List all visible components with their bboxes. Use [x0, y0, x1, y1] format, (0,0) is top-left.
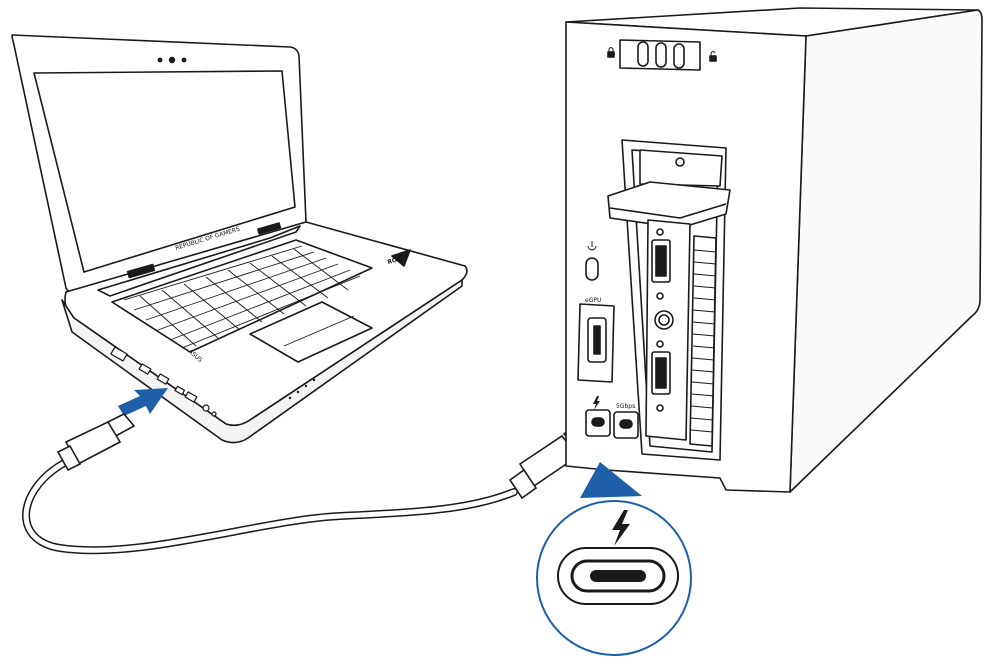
thunderbolt-icon: [612, 510, 630, 546]
laptop-badge: ROG: [387, 255, 403, 266]
laptop: [11, 34, 468, 444]
usb-c-cable: [22, 413, 588, 555]
power-icon: [587, 241, 597, 251]
arrow-right-icon: [118, 388, 168, 416]
egpu-dock: [565, 7, 983, 493]
dock-egpu-label: eGPU: [585, 297, 601, 304]
keyboard: [111, 239, 373, 353]
thunderbolt-icon: [593, 396, 600, 410]
dock-usb-label: 5Gbps: [616, 403, 635, 410]
touchpad: [249, 301, 373, 363]
laptop-screen: [33, 70, 296, 273]
left-connector: [56, 413, 136, 472]
lock-closed-icon: [607, 47, 615, 58]
lock-open-icon: [709, 51, 717, 62]
port-callout: [536, 462, 692, 656]
